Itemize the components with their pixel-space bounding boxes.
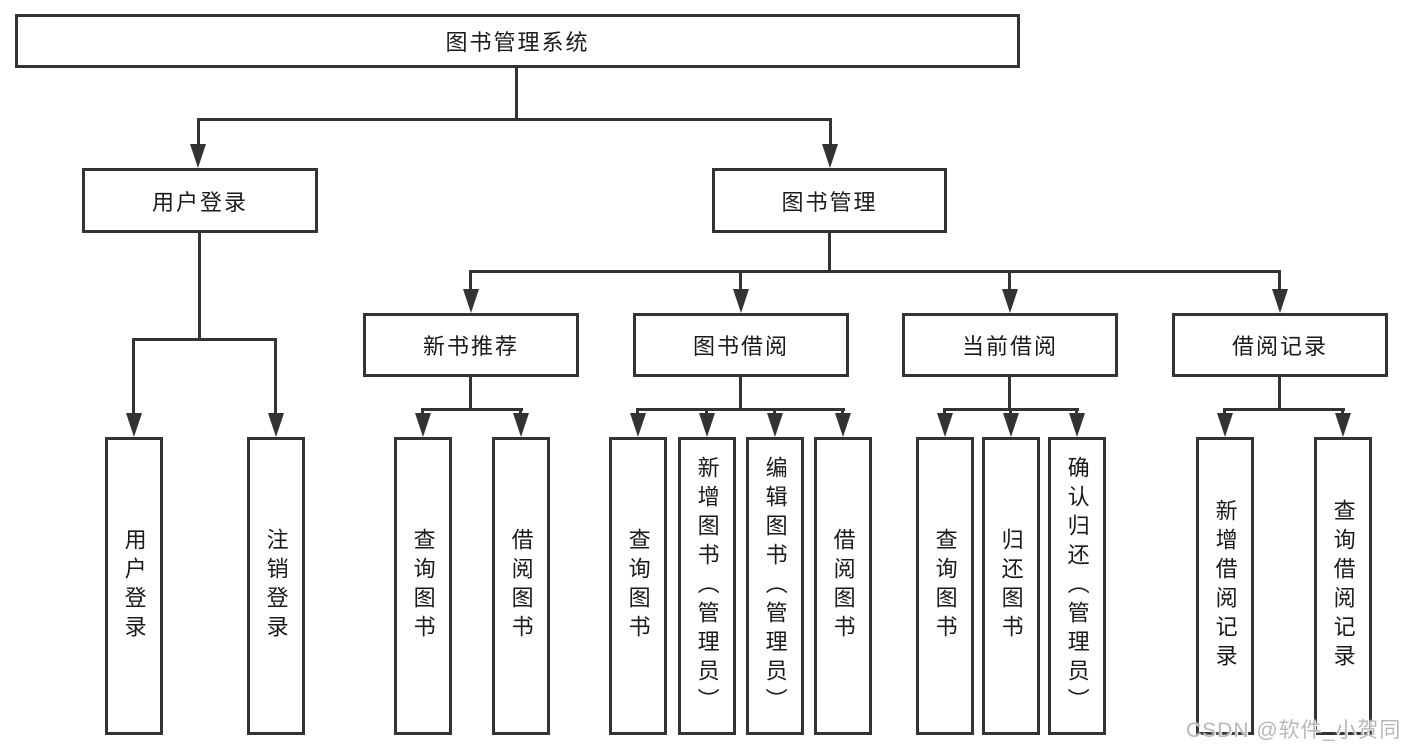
node-label: 新书推荐 [422,334,519,359]
leaf-cb-query-books: 查询图书 [916,437,974,735]
arrow-down-icon [190,144,206,168]
leaf-nb-borrow-books: 借阅图书 [492,437,550,735]
leaf-cb-confirm-return-admin: 确认归还（管理员） [1048,437,1106,735]
connector-cb-stem [1008,377,1011,411]
leaf-cb-return-books: 归还图书 [982,437,1040,735]
node-book-borrow: 图书借阅 [633,313,849,377]
node-label: 图书管理系统 [445,30,590,55]
arrow-down-icon [268,413,284,437]
connector-root-branch [197,118,832,121]
leaf-bb-borrow-books: 借阅图书 [814,437,872,735]
node-new-book-recommend: 新书推荐 [363,313,579,377]
node-borrow-records: 借阅记录 [1172,313,1388,377]
leaf-bb-query-books: 查询图书 [609,437,667,735]
node-label: 图书借阅 [692,334,789,359]
node-label: 查询借阅记录 [1330,499,1356,673]
node-label: 当前借阅 [961,334,1058,359]
connector-br-stem [1278,377,1281,411]
leaf-br-query-record: 查询借阅记录 [1314,437,1372,735]
arrow-down-icon [1217,413,1233,437]
connector-line [274,338,277,416]
connector-line [829,118,832,148]
connector-line [132,338,135,416]
node-root: 图书管理系统 [15,14,1020,68]
connector-root-stem [515,68,518,120]
connector-mgmt-stem [828,233,831,273]
arrow-down-icon [699,413,715,437]
connector-line [1008,270,1011,292]
arrow-down-icon [1002,289,1018,313]
connector-bb-branch [636,408,845,411]
connector-nb-branch [421,408,523,411]
arrow-down-icon [1069,413,1085,437]
arrow-down-icon [835,413,851,437]
node-label: 确认归还（管理员） [1064,455,1090,717]
connector-line [469,270,472,292]
connector-line [739,270,742,292]
node-label: 查询图书 [932,528,958,644]
connector-mgmt-branch [469,270,1281,273]
node-book-management: 图书管理 [712,168,947,233]
leaf-nb-query-books: 查询图书 [394,437,452,735]
node-label: 借阅图书 [508,528,534,644]
arrow-down-icon [937,413,953,437]
connector-bb-stem [739,377,742,411]
node-label: 新增借阅记录 [1212,499,1238,673]
arrow-down-icon [767,413,783,437]
node-label: 用户登录 [151,189,248,215]
node-label: 图书管理 [781,189,878,215]
node-label: 查询图书 [625,528,651,644]
leaf-bb-edit-books-admin: 编辑图书（管理员） [746,437,804,735]
leaf-br-add-record: 新增借阅记录 [1196,437,1254,735]
node-label: 归还图书 [998,528,1024,644]
connector-line [197,118,200,148]
connector-user-stem [198,233,201,341]
node-label: 新增图书（管理员） [694,455,720,717]
watermark: CSDN @软件_小贺同学 [1186,719,1402,742]
node-label: 借阅图书 [830,528,856,644]
node-label: 查询图书 [410,528,436,644]
connector-nb-stem [469,377,472,411]
arrow-down-icon [822,144,838,168]
node-current-borrow: 当前借阅 [902,313,1118,377]
arrow-down-icon [1003,413,1019,437]
arrow-down-icon [733,289,749,313]
arrow-down-icon [513,413,529,437]
arrow-down-icon [1335,413,1351,437]
arrow-down-icon [415,413,431,437]
arrow-down-icon [463,289,479,313]
node-label: 用户登录 [121,528,147,644]
arrow-down-icon [126,413,142,437]
arrow-down-icon [630,413,646,437]
leaf-bb-add-books-admin: 新增图书（管理员） [678,437,736,735]
leaf-user-login: 用户登录 [105,437,163,735]
connector-br-branch [1223,408,1345,411]
node-label: 借阅记录 [1231,334,1328,359]
connector-line [1278,270,1281,292]
arrow-down-icon [1272,289,1288,313]
node-label: 编辑图书（管理员） [762,455,788,717]
node-user-login: 用户登录 [82,168,318,233]
connector-user-branch [132,338,277,341]
node-label: 注销登录 [263,528,289,644]
leaf-logout: 注销登录 [247,437,305,735]
